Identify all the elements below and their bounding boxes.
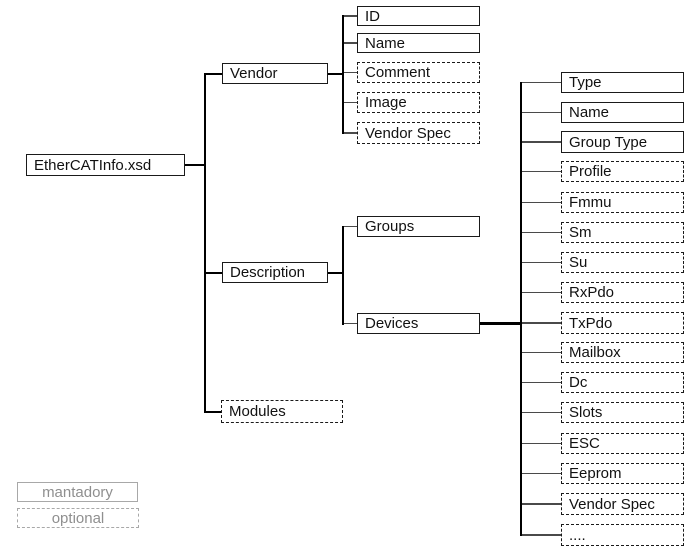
node-groups-label: Groups [365,218,415,235]
node-fmmu: Fmmu [561,192,684,213]
connector-line [206,271,222,274]
connector-line [204,72,206,413]
connector-line [344,71,357,74]
connector-line [522,261,561,264]
node-profile: Profile [561,161,684,182]
node-mailbox: Mailbox [561,342,684,363]
connector-line [522,201,561,204]
connector-line [185,164,206,166]
node-image: Image [357,92,480,113]
node-profile-label: Profile [569,163,612,180]
node-dc-label: Dc [569,374,588,391]
node-vendor-spec-2-label: Vendor Spec [569,495,655,513]
connector-line [522,472,561,475]
connector-line [522,351,561,354]
node-devices: Devices [357,313,480,334]
connector-line [342,225,344,325]
connector-line [522,411,561,414]
node-ethercatinfo-xsd-label: EtherCATInfo.xsd [34,156,152,174]
connector-line [328,72,344,75]
connector-line [344,132,357,134]
connector-line [206,410,221,413]
node-device-name-label: Name [569,104,610,121]
node-group-type-label: Group Type [569,133,648,151]
node-modules: Modules [221,400,343,423]
node-txpdo: TxPdo [561,312,684,334]
connector-line [522,111,561,114]
connector-line [206,72,222,75]
node-ellipsis-label: .... [569,526,586,544]
connector-line [344,42,357,44]
node-ethercatinfo-xsd: EtherCATInfo.xsd [26,154,185,176]
node-type: Type [561,72,684,93]
node-su: Su [561,252,684,273]
connector-line [344,15,357,17]
node-rxpdo: RxPdo [561,282,684,303]
node-sm-label: Sm [569,224,592,241]
connector-line [520,81,522,536]
node-vendor-label: Vendor [230,65,278,82]
connector-line [522,322,561,324]
legend-mandatory: mantadory [17,482,138,502]
node-description: Description [222,262,328,283]
node-device-name: Name [561,102,684,123]
connector-line [522,231,561,234]
node-id: ID [357,6,480,26]
node-esc-label: ESC [569,435,600,452]
node-slots-label: Slots [569,404,603,421]
node-devices-label: Devices [365,315,419,332]
node-description-label: Description [230,264,306,281]
node-image-label: Image [365,94,407,111]
node-eeprom-label: Eeprom [569,465,622,482]
connector-line [344,322,357,325]
connector-line [522,534,561,536]
node-vendor-spec: Vendor Spec [357,122,480,144]
connector-line [522,381,561,384]
node-name-label: Name [365,34,406,52]
node-name: Name [357,33,480,53]
node-vendor: Vendor [222,63,328,84]
node-vendor-spec-2: Vendor Spec [561,493,684,515]
node-eeprom: Eeprom [561,463,684,484]
legend-optional-label: optional [51,509,105,527]
node-comment-label: Comment [365,64,431,81]
connector-line [522,81,561,84]
node-type-label: Type [569,74,602,91]
node-mailbox-label: Mailbox [569,344,621,361]
node-id-label: ID [365,7,380,25]
node-groups: Groups [357,216,480,237]
connector-line [522,291,561,294]
node-fmmu-label: Fmmu [569,194,612,211]
node-txpdo-label: TxPdo [569,314,613,332]
connector-line [328,271,344,274]
node-rxpdo-label: RxPdo [569,284,615,301]
legend-optional: optional [17,508,139,528]
node-group-type: Group Type [561,131,684,153]
node-sm: Sm [561,222,684,243]
connector-line [344,101,357,104]
connector-line [522,442,561,445]
connector-line [522,503,561,505]
node-vendor-spec-label: Vendor Spec [365,124,451,142]
legend-mandatory-label: mantadory [42,483,113,501]
connector-line [522,141,561,143]
node-dc: Dc [561,372,684,393]
node-slots: Slots [561,402,684,423]
connector-line [480,322,522,325]
node-esc: ESC [561,433,684,454]
connector-line [342,15,344,134]
node-modules-label: Modules [229,403,286,420]
node-comment: Comment [357,62,480,83]
connector-line [522,170,561,173]
connector-line [344,225,357,228]
node-su-label: Su [569,254,588,271]
node-ellipsis: .... [561,524,684,546]
